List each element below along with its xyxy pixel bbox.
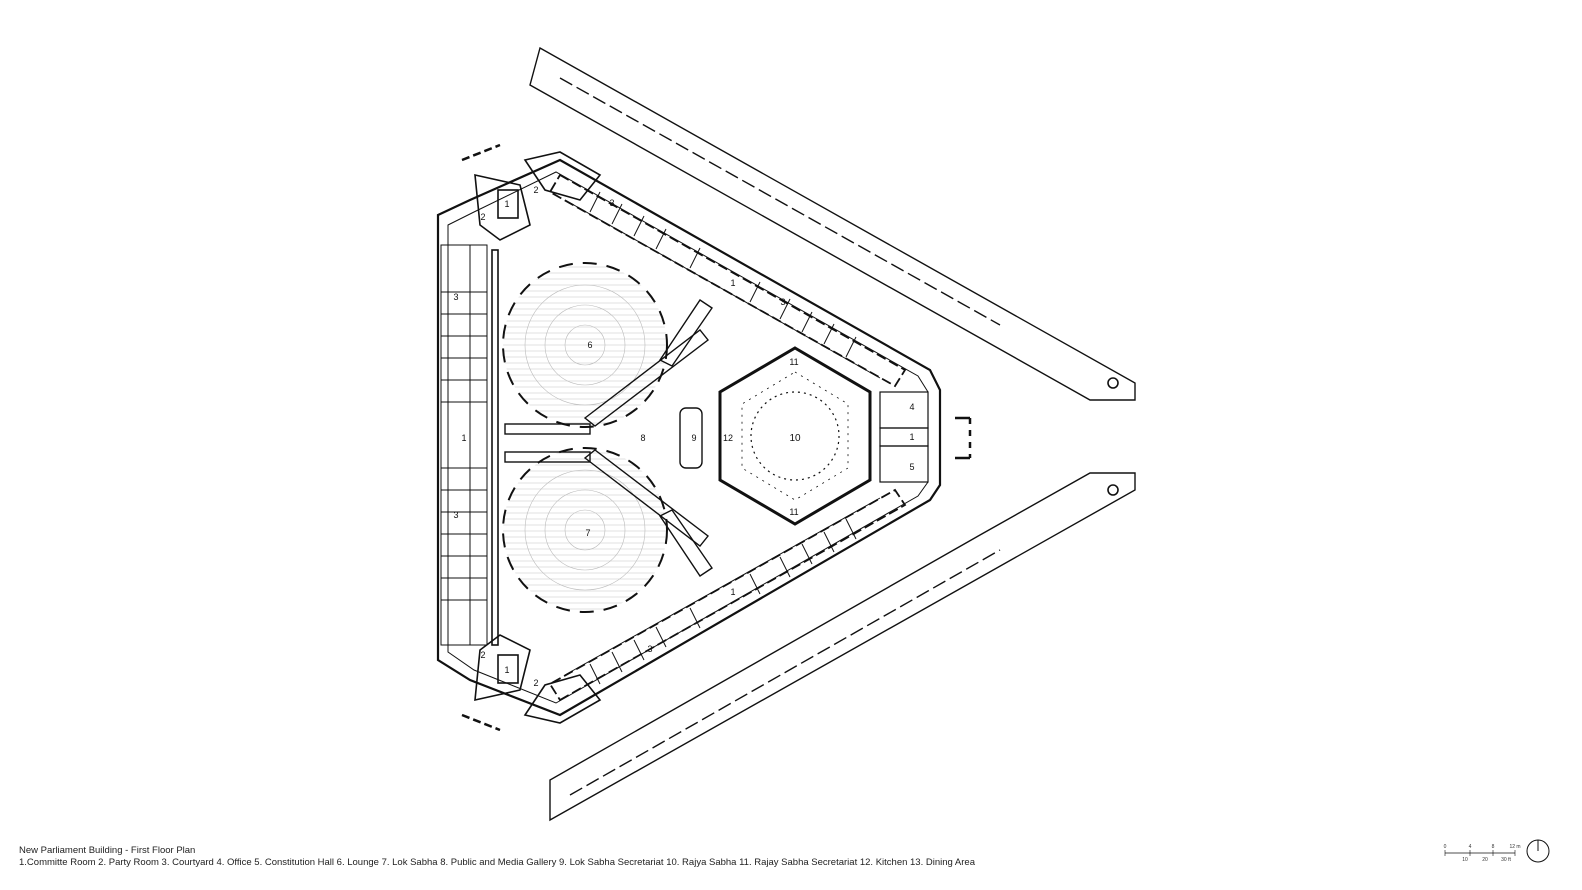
scale-m-0: 0 — [1444, 844, 1447, 850]
label-room-9: 9 — [691, 433, 696, 443]
plan-title: New Parliament Building - First Floor Pl… — [19, 845, 196, 856]
label-room-3: 3 — [609, 198, 614, 208]
label-room-2: 2 — [480, 650, 485, 660]
label-room-5: 5 — [909, 462, 914, 472]
scale-ft-20: 20 — [1482, 857, 1488, 863]
south-wing-rooms — [548, 488, 907, 702]
label-room-3: 3 — [453, 292, 458, 302]
label-room-2: 2 — [533, 678, 538, 688]
label-room-12: 12 — [723, 433, 733, 443]
label-room-11: 11 — [789, 357, 798, 367]
north-wing-rooms — [548, 173, 907, 388]
plan-caption: New Parliament Building - First Floor Pl… — [19, 845, 975, 869]
rajya-sabha-hall — [718, 346, 872, 526]
scale-m-4: 4 — [1469, 844, 1472, 850]
scale-m-12: 12 m — [1509, 844, 1520, 850]
east-offices — [879, 391, 972, 483]
plan-legend: 1.Committe Room 2. Party Room 3. Courtya… — [19, 857, 975, 868]
label-room-2: 2 — [480, 212, 485, 222]
outer-wall — [436, 158, 942, 717]
label-room-1: 1 — [461, 433, 466, 443]
label-room-1: 1 — [730, 587, 735, 597]
label-room-4: 4 — [909, 402, 914, 412]
label-room-3: 3 — [453, 510, 458, 520]
room-labels: 1 2 2 3 3 3 3 3 4 5 6 7 1 8 9 12 10 11 1… — [453, 185, 914, 688]
label-room-1: 1 — [730, 278, 735, 288]
label-room-11: 11 — [789, 507, 798, 517]
northeast-colonnade — [529, 46, 1136, 401]
label-room-1: 1 — [504, 665, 509, 675]
label-room-1: 1 — [504, 199, 509, 209]
scale-bar: 0 4 8 12 m 10 20 30 ft — [1444, 844, 1521, 863]
label-room-8: 8 — [640, 433, 645, 443]
central-spines — [504, 299, 713, 577]
label-room-10: 10 — [789, 433, 801, 444]
lounge-hall — [502, 262, 668, 428]
scale-m-8: 8 — [1492, 844, 1495, 850]
label-room-3: 3 — [647, 644, 652, 654]
label-room-6: 6 — [587, 340, 592, 350]
label-room-3: 3 — [780, 297, 785, 307]
entrance-stair-icons — [1107, 377, 1119, 496]
north-arrow-icon — [1526, 839, 1550, 863]
scale-ft-10: 10 — [1462, 857, 1468, 863]
label-room-1: 1 — [909, 432, 914, 442]
label-room-7: 7 — [585, 528, 590, 538]
west-wing-rooms — [440, 244, 499, 646]
corner-blocks — [461, 143, 602, 732]
southeast-colonnade — [549, 472, 1136, 822]
scale-ft-30: 30 ft — [1501, 857, 1511, 863]
label-room-2: 2 — [533, 185, 538, 195]
